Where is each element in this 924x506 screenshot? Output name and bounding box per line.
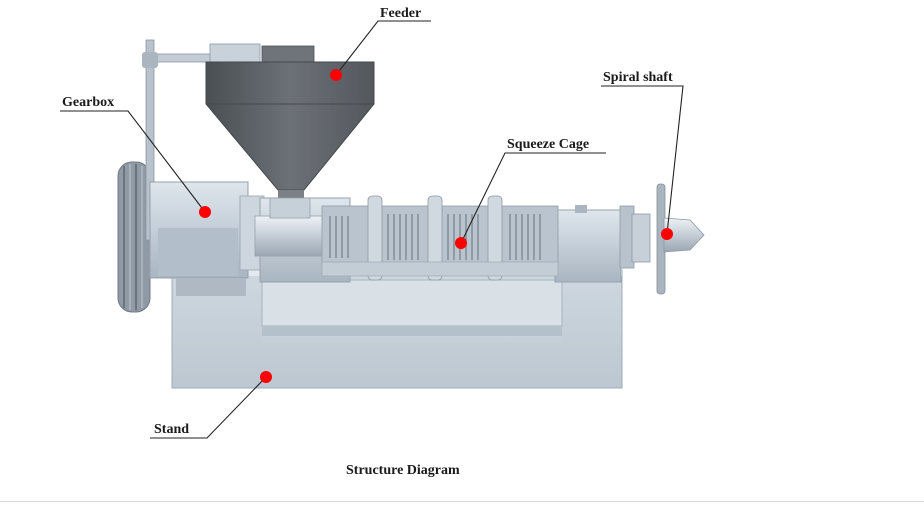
gearbox-marker — [199, 206, 211, 218]
stand-label: Stand — [154, 422, 189, 437]
gearbox-leader — [60, 110, 206, 213]
squeeze-cage-label: Squeeze Cage — [507, 137, 589, 152]
spiral-shaft-marker — [661, 228, 673, 240]
leader-lines — [60, 20, 684, 439]
feeder-part — [205, 45, 375, 219]
feeder-label: Feeder — [380, 6, 421, 21]
squeeze-cage-part — [321, 195, 559, 281]
gearbox-part — [149, 181, 265, 296]
stand-marker — [260, 371, 272, 383]
spiral-shaft-label: Spiral shaft — [603, 70, 673, 85]
gearbox-label: Gearbox — [62, 95, 114, 110]
diagram-caption: Structure Diagram — [346, 463, 460, 478]
squeeze-cage-marker — [455, 237, 467, 249]
bottom-divider — [0, 501, 924, 502]
spiral-shaft-part — [619, 183, 705, 295]
markers — [199, 69, 673, 383]
oil-press-machine — [117, 39, 705, 389]
feeder-marker — [330, 69, 342, 81]
stand-leader — [150, 376, 267, 439]
pulley-part — [117, 161, 151, 313]
squeeze-cage-leader — [460, 152, 606, 244]
feeder-leader — [335, 20, 431, 76]
labels: Feeder Gearbox Spiral shaft Squeeze Cage… — [62, 6, 673, 437]
spiral-shaft-leader — [601, 85, 684, 235]
stand-part — [171, 269, 623, 389]
